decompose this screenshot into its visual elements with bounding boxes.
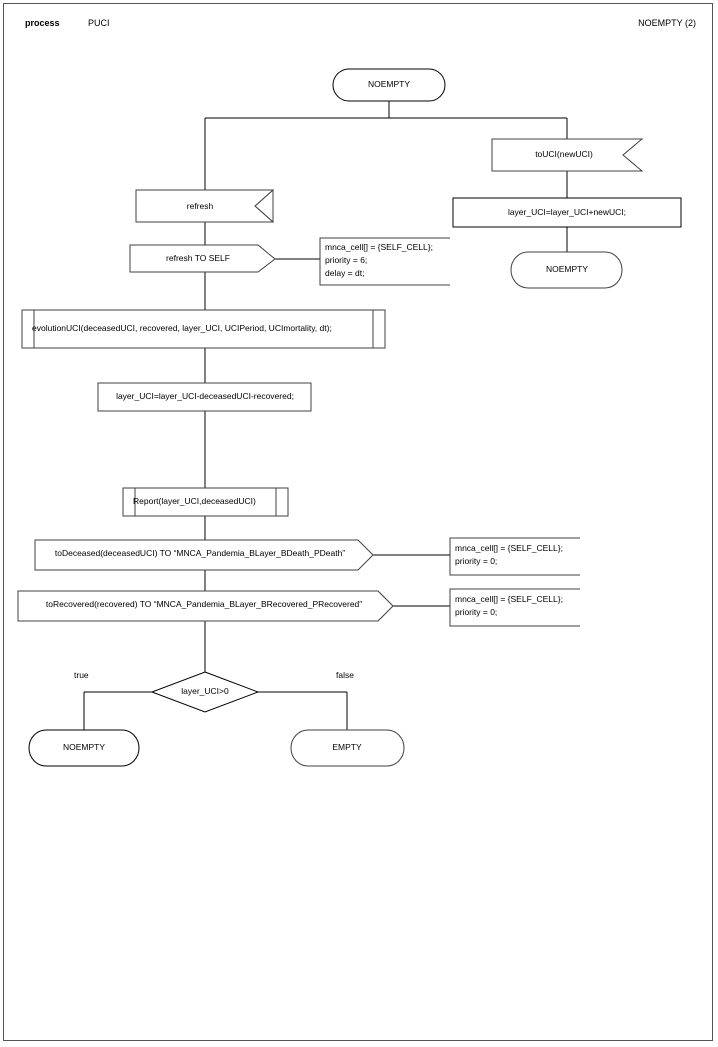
decision-layer-label: layer_UCI>0 [181,686,229,696]
state-empty-false-label: EMPTY [332,742,362,752]
procedure-report-label: Report(layer_UCI,deceasedUCI) [133,496,256,506]
output-torecovered-shape [17,590,394,622]
task-layer-subtract-shape [97,382,312,412]
comment-deceased-line-2: priority = 0; [455,556,498,566]
comment-recovered-line-2: priority = 0; [455,607,498,617]
state-noempty-start-shape [332,68,446,102]
comment-refresh-line-1: mnca_cell[] = {SELF_CELL}; [325,242,433,252]
comment-deceased-shape [449,537,580,576]
state-empty-false-shape [290,729,405,767]
comment-refresh-line-2: priority = 6; [325,255,368,265]
state-noempty-true-label: NOEMPTY [62,742,106,752]
comment-refresh-shape [319,237,450,286]
procedure-report-shape [122,487,289,517]
decision-layer-shape [150,671,260,713]
comment-refresh-line-3: delay = dt; [325,268,365,278]
comment-deceased-text: mnca_cell[] = {SELF_CELL}; priority = 0; [455,542,563,568]
output-todeceased-shape [34,539,374,571]
output-refresh-self-label: refresh TO SELF [166,253,230,263]
procedure-evolution-label: evolutionUCI(deceasedUCI, recovered, lay… [32,323,332,333]
header-page-label: NOEMPTY (2) [638,18,696,28]
header-keyword: process [25,18,60,28]
state-noempty-right-label: NOEMPTY [545,264,589,274]
comment-refresh-text: mnca_cell[] = {SELF_CELL}; priority = 6;… [325,241,433,280]
comment-deceased-line-1: mnca_cell[] = {SELF_CELL}; [455,543,563,553]
state-noempty-true-shape [28,729,140,767]
procedure-evolution-shape [21,309,386,349]
task-layer-add-shape [452,197,682,228]
task-layer-subtract-label: layer_UCI=layer_UCI-deceasedUCI-recovere… [116,391,294,401]
comment-recovered-line-1: mnca_cell[] = {SELF_CELL}; [455,594,563,604]
output-todeceased-label: toDeceased(deceasedUCI) TO “MNCA_Pandemi… [54,548,346,558]
output-refresh-self-shape [129,244,276,273]
task-layer-add-label: layer_UCI=layer_UCI+newUCI; [507,207,627,217]
input-touci-shape [491,138,644,172]
comment-recovered-shape [449,588,580,627]
state-noempty-right-shape [510,251,623,289]
page-border [3,3,713,1041]
comment-recovered-text: mnca_cell[] = {SELF_CELL}; priority = 0; [455,593,563,619]
input-refresh-outline [135,189,275,223]
header-process-name: PUCI [88,18,110,28]
input-touci-label: toUCI(newUCI) [535,149,593,159]
input-refresh-label: refresh [186,201,214,211]
branch-label-false: false [336,670,354,680]
output-torecovered-label: toRecovered(recovered) TO “MNCA_Pandemia… [45,599,363,609]
branch-label-true: true [74,670,89,680]
state-noempty-start-label: NOEMPTY [367,79,411,89]
